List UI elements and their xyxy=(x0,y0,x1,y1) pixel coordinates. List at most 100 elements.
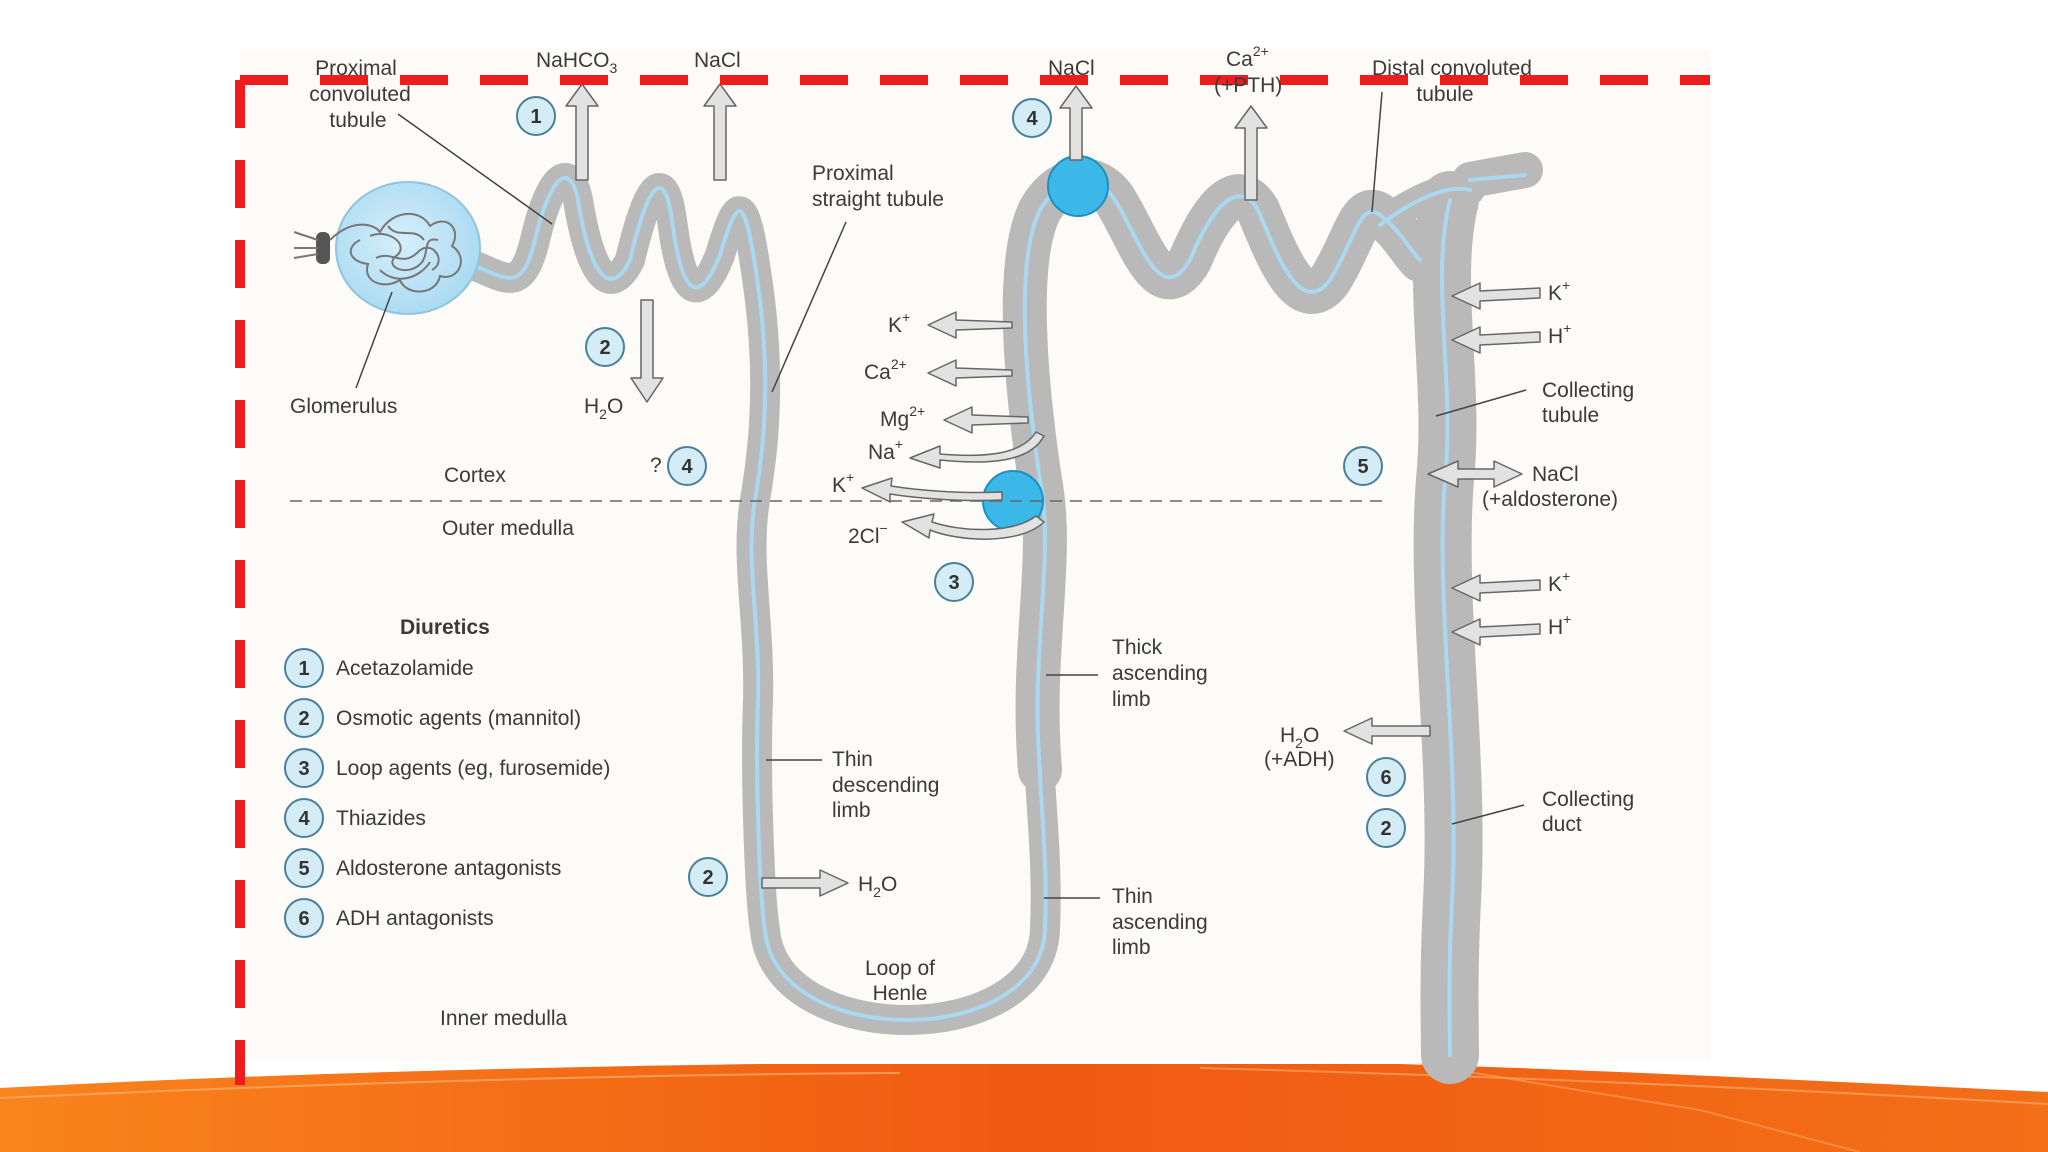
label-thin-desc-3: limb xyxy=(832,799,871,822)
legend-item: 6 ADH antagonists xyxy=(284,898,494,938)
marker-6: 6 xyxy=(1366,757,1406,797)
label-ca-ion: Ca2+ xyxy=(864,356,907,384)
arrow-nahco3 xyxy=(565,83,599,181)
label-thick-2: ascending xyxy=(1112,662,1208,685)
label-thick-1: Thick xyxy=(1112,636,1163,659)
arrow-cl-out xyxy=(901,513,1045,540)
marker-3: 3 xyxy=(934,562,974,602)
svg-text:Thiazides: Thiazides xyxy=(336,807,426,830)
label-aldo: (+aldosterone) xyxy=(1482,488,1618,511)
label-h-collect-2: H+ xyxy=(1548,611,1571,639)
label-h2o-prox: H2O xyxy=(584,395,623,422)
pump-dct-symporter xyxy=(1047,155,1109,217)
svg-text:2: 2 xyxy=(1380,818,1391,840)
label-thin-asc-3: limb xyxy=(1112,936,1151,959)
svg-text:Acetazolamide: Acetazolamide xyxy=(336,657,474,680)
label-thick-3: limb xyxy=(1112,688,1151,711)
svg-text:5: 5 xyxy=(1357,456,1368,478)
label-thin-desc-1: Thin xyxy=(832,748,873,771)
transport-arrows xyxy=(565,83,1541,897)
arrow-k-in-1 xyxy=(1451,282,1541,310)
label-pct-2: convoluted xyxy=(309,83,411,106)
label-loop-1: Loop of xyxy=(865,957,935,980)
marker-1-text: 1 xyxy=(530,106,541,128)
marker-2-prox: 2 xyxy=(585,327,625,367)
glomerulus-icon xyxy=(293,181,481,315)
svg-text:5: 5 xyxy=(298,858,309,880)
label-question: ? xyxy=(650,454,662,477)
label-nacl-aldo: NaCl xyxy=(1532,463,1579,486)
marker-2-duct: 2 xyxy=(1366,808,1406,848)
diuretics-legend: Diuretics 1 Acetazolamide 2 Osmotic agen… xyxy=(284,616,610,938)
label-pst-2: straight tubule xyxy=(812,188,944,211)
arrow-nacl-top xyxy=(703,83,737,181)
label-dct-1: Distal convoluted xyxy=(1372,57,1532,80)
label-glomerulus: Glomerulus xyxy=(290,395,397,418)
arrow-h2o-adh xyxy=(1343,717,1431,745)
marker-4-prox: 4 xyxy=(667,446,707,486)
svg-text:4: 4 xyxy=(298,808,310,830)
label-h2o-adh: H2O xyxy=(1280,724,1319,751)
label-outer-medulla: Outer medulla xyxy=(442,517,574,540)
svg-text:6: 6 xyxy=(1380,767,1391,789)
arrow-h2o-loop xyxy=(761,869,849,897)
marker-5: 5 xyxy=(1343,446,1383,486)
marker-2-loop: 2 xyxy=(688,857,728,897)
svg-text:4: 4 xyxy=(681,456,693,478)
legend-item: 5 Aldosterone antagonists xyxy=(284,848,561,888)
label-k-ion2: K+ xyxy=(832,469,854,497)
label-inner-medulla: Inner medulla xyxy=(440,1007,568,1030)
label-pst-1: Proximal xyxy=(812,162,894,185)
diagram-labels: Proximal convoluted tubule NaHCO3 NaCl N… xyxy=(290,43,1634,1030)
svg-text:2: 2 xyxy=(702,867,713,889)
label-collecting-duct-2: duct xyxy=(1542,813,1582,836)
label-cl-ion: 2Cl− xyxy=(848,520,888,548)
legend-title: Diuretics xyxy=(400,616,490,639)
label-pth: (+PTH) xyxy=(1214,74,1282,97)
svg-text:2: 2 xyxy=(599,337,610,359)
marker-1: 1 xyxy=(516,96,556,136)
label-nacl-top: NaCl xyxy=(694,49,741,72)
label-pct-1: Proximal xyxy=(315,57,397,80)
svg-text:6: 6 xyxy=(298,908,309,930)
arrow-k-out xyxy=(927,311,1013,339)
tubule-lumen xyxy=(453,173,1527,1057)
arrow-mg-out xyxy=(943,406,1029,434)
svg-text:4: 4 xyxy=(1026,108,1038,130)
legend-item: 3 Loop agents (eg, furosemide) xyxy=(284,748,610,788)
label-nacl-dct: NaCl xyxy=(1048,57,1095,80)
leader-lines xyxy=(355,91,1527,899)
svg-text:Loop agents (eg, furosemide): Loop agents (eg, furosemide) xyxy=(336,757,610,780)
svg-text:3: 3 xyxy=(298,758,309,780)
label-collecting-tubule-2: tubule xyxy=(1542,404,1599,427)
label-thin-asc-2: ascending xyxy=(1112,911,1208,934)
marker-4-dct: 4 xyxy=(1012,98,1052,138)
legend-item: 1 Acetazolamide xyxy=(284,648,474,688)
arrow-h2o-prox xyxy=(630,299,664,403)
svg-text:Aldosterone antagonists: Aldosterone antagonists xyxy=(336,857,561,880)
red-dashed-frame xyxy=(235,75,1710,1085)
arrow-k-in-2 xyxy=(1451,574,1541,602)
svg-text:1: 1 xyxy=(298,658,309,680)
label-loop-2: Henle xyxy=(873,982,928,1005)
svg-text:2: 2 xyxy=(298,708,309,730)
arrow-h-in-2 xyxy=(1451,618,1541,646)
label-collecting-duct-1: Collecting xyxy=(1542,788,1634,811)
arrow-h-in-1 xyxy=(1451,326,1541,354)
svg-text:3: 3 xyxy=(948,572,959,594)
svg-text:Osmotic agents (mannitol): Osmotic agents (mannitol) xyxy=(336,707,581,730)
arrow-ca-dct xyxy=(1234,105,1268,201)
label-k-collect-1: K+ xyxy=(1548,277,1570,305)
label-h2o-loop: H2O xyxy=(858,873,897,900)
label-mg-ion: Mg2+ xyxy=(880,403,925,431)
label-thin-asc-1: Thin xyxy=(1112,885,1153,908)
legend-item: 2 Osmotic agents (mannitol) xyxy=(284,698,581,738)
arrow-ca-out xyxy=(927,359,1013,387)
orange-banner xyxy=(0,1063,2048,1152)
label-cortex: Cortex xyxy=(444,464,506,487)
svg-text:ADH antagonists: ADH antagonists xyxy=(336,907,494,930)
label-h-collect-1: H+ xyxy=(1548,320,1571,348)
label-k-collect-2: K+ xyxy=(1548,568,1570,596)
label-k-ion: K+ xyxy=(888,309,910,337)
